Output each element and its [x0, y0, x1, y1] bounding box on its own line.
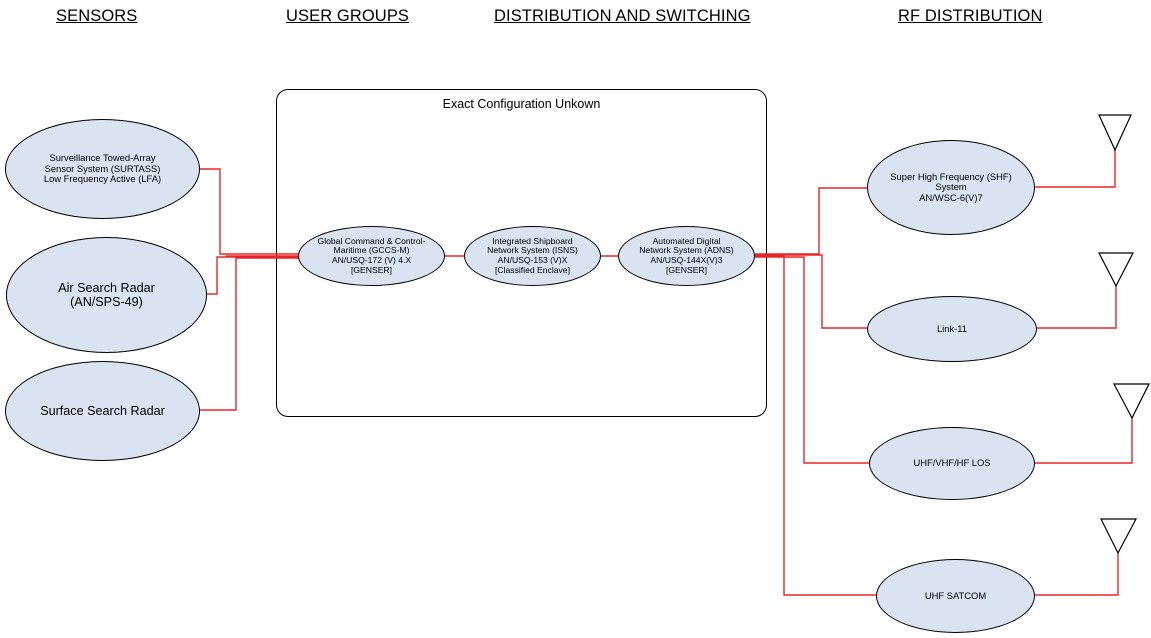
connector-adns-uhf-los [755, 256, 869, 464]
connector-link11-antenna [1037, 286, 1117, 329]
node-air-search-radar: Air Search Radar (AN/SPS-49) [6, 237, 207, 353]
node-uhf-vhf-hf-los-label: UHF/VHF/HF LOS [913, 457, 991, 469]
antenna-icon [1100, 518, 1137, 555]
connector-uhf-los-antenna [1035, 418, 1133, 464]
connector-air-radar-gccs [206, 256, 299, 295]
node-link-11-label: Link-11 [936, 322, 968, 334]
connector-surtass-gccs [199, 168, 299, 255]
configuration-box-title: Exact Configuration Unkown [442, 97, 601, 111]
connector-adns-uhf-satcom [755, 255, 876, 596]
antenna-icon [1098, 114, 1132, 152]
node-uhf-satcom: UHF SATCOM [876, 559, 1035, 633]
connector-adns-link11 [755, 254, 867, 329]
node-surtass: Surveillance Towed-Array Sensor System (… [5, 119, 200, 219]
node-surtass-label: Surveillance Towed-Array Sensor System (… [43, 152, 162, 185]
configuration-box: Exact Configuration Unkown [276, 89, 767, 417]
node-uhf-vhf-hf-los: UHF/VHF/HF LOS [869, 427, 1035, 500]
connector-shf-antenna [1035, 150, 1116, 188]
node-air-search-radar-label: Air Search Radar (AN/SPS-49) [58, 280, 155, 309]
node-isns-label: Integrated Shipboard Network System (ISN… [487, 235, 578, 275]
node-adns: Automated Digital Network System (ADNS) … [618, 226, 755, 286]
node-uhf-satcom-label: UHF SATCOM [924, 589, 987, 601]
node-shf-label: Super High Frequency (SHF) System AN/WSC… [890, 170, 1012, 203]
node-surface-search-radar: Surface Search Radar [5, 361, 200, 461]
node-adns-label: Automated Digital Network System (ADNS) … [639, 235, 734, 275]
connector-uhf-satcom-antenna [1035, 553, 1119, 596]
connector-surface-radar-gccs [200, 257, 299, 411]
node-gccs-m-label: Global Command & Control- Maritime (GCCS… [317, 235, 426, 275]
antenna-icon [1113, 383, 1150, 420]
node-shf: Super High Frequency (SHF) System AN/WSC… [867, 140, 1035, 235]
node-isns: Integrated Shipboard Network System (ISN… [464, 226, 601, 286]
antenna-icon [1098, 252, 1134, 288]
node-surface-search-radar-label: Surface Search Radar [40, 403, 165, 418]
node-gccs-m: Global Command & Control- Maritime (GCCS… [298, 226, 445, 286]
node-link-11: Link-11 [867, 296, 1037, 362]
header-distribution-switching: DISTRIBUTION AND SWITCHING [494, 7, 751, 25]
header-sensors: SENSORS [56, 7, 138, 25]
header-user-groups: USER GROUPS [286, 7, 410, 25]
header-rf-distribution: RF DISTRIBUTION [898, 7, 1043, 25]
connector-adns-shf [755, 187, 867, 255]
